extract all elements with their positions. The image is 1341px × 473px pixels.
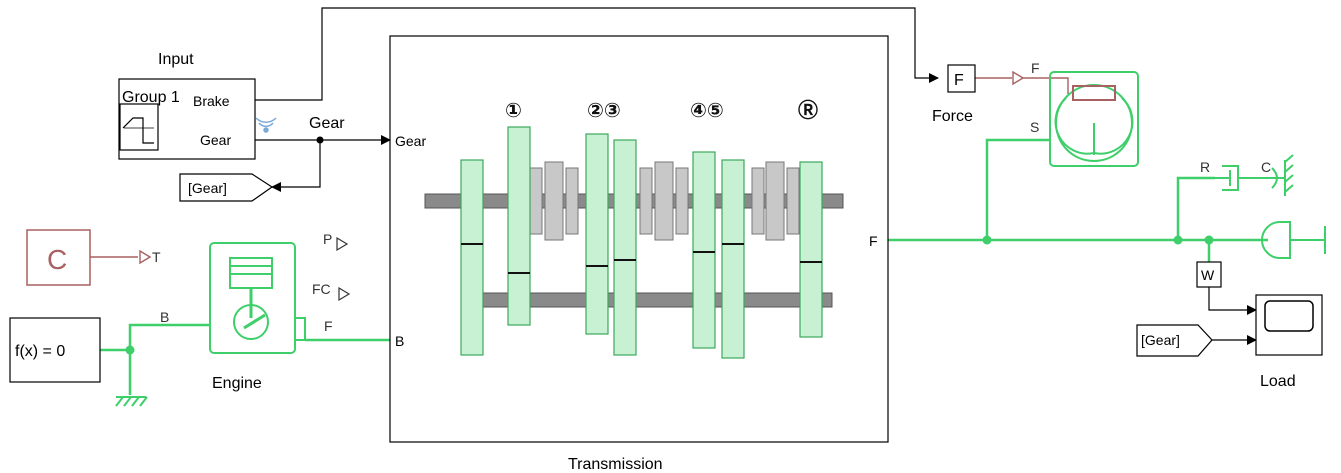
gear-branch-dot	[316, 136, 324, 144]
from-gear-label: [Gear]	[1141, 332, 1180, 348]
f-port-arrow-icon	[1012, 70, 1025, 86]
transmission-port-b: B	[395, 333, 404, 349]
gear-signal-label: Gear	[309, 115, 345, 132]
force-port-f: F	[1031, 60, 1040, 76]
engine-b-line[interactable]	[100, 323, 210, 352]
output-shaft	[481, 292, 833, 308]
force-s-line[interactable]	[985, 138, 1050, 240]
wireless-icon	[255, 117, 277, 133]
gear-dividers	[461, 243, 822, 274]
sensor-to-scope-line[interactable]	[1208, 287, 1257, 315]
force-to-brake-line[interactable]	[1023, 77, 1069, 94]
from-gear-block[interactable]	[1136, 324, 1213, 357]
constant-block[interactable]	[26, 229, 91, 286]
input-title: Input	[158, 51, 194, 68]
junction-dot-1	[982, 235, 992, 245]
engine-port-f: F	[324, 318, 333, 334]
gear-branch-line[interactable]	[271, 140, 321, 192]
brake-drum-icon[interactable]	[1049, 71, 1139, 167]
sensor-symbol: W	[1201, 267, 1215, 283]
transmission-port-gear: Gear	[395, 133, 426, 149]
gear-label-1: ①	[505, 98, 522, 122]
scope-title: Load	[1260, 373, 1296, 390]
fc-port-arrow-icon	[338, 286, 351, 302]
rotational-ground-icon	[1271, 154, 1294, 196]
scope-block[interactable]	[1255, 294, 1323, 356]
input-group-label: Group 1	[122, 89, 180, 106]
goto-gear-label: [Gear]	[188, 180, 227, 196]
input-block[interactable]	[118, 78, 256, 160]
sensor-block[interactable]	[1196, 261, 1222, 288]
damper-port-r: R	[1200, 159, 1210, 175]
engine-output-fc: FC	[312, 281, 331, 297]
force-symbol: F	[954, 72, 964, 89]
junction-dot-3	[1204, 235, 1214, 245]
constant-symbol: C	[47, 244, 67, 275]
goto-gear-block[interactable]	[179, 173, 274, 202]
brake-signal-line[interactable]	[255, 7, 939, 101]
p-port-arrow-icon	[336, 236, 349, 252]
ground-icon	[115, 396, 148, 407]
solver-junction-dot	[125, 345, 135, 355]
junction-dot-2	[1173, 235, 1183, 245]
solver-block[interactable]	[9, 317, 101, 383]
constant-port-t: T	[152, 249, 161, 265]
gear-label-r: Ⓡ	[798, 98, 818, 122]
engine-title: Engine	[212, 375, 262, 392]
transmission-title: Transmission	[568, 456, 663, 473]
force-title: Force	[932, 108, 973, 125]
gear-label-4-5: ④⑤	[690, 98, 724, 122]
solver-label: f(x) = 0	[15, 343, 65, 360]
engine-output-p: P	[323, 231, 332, 247]
force-block[interactable]	[947, 64, 976, 93]
force-port-s: S	[1030, 119, 1039, 135]
gear-label-2-3: ②③	[587, 98, 621, 122]
damper-r-line[interactable]	[1176, 176, 1215, 240]
engine-block[interactable]	[209, 242, 306, 354]
synchronizers	[529, 161, 800, 241]
input-gear-port: Gear	[200, 132, 231, 148]
engine-port-b: B	[160, 309, 169, 325]
transmission-port-f: F	[869, 233, 878, 249]
t-port-arrow-icon	[139, 249, 152, 265]
inertia-icon	[1261, 221, 1326, 259]
damper-port-c: C	[1261, 159, 1271, 175]
gear-set	[460, 126, 823, 359]
input-brake-port: Brake	[193, 93, 230, 109]
